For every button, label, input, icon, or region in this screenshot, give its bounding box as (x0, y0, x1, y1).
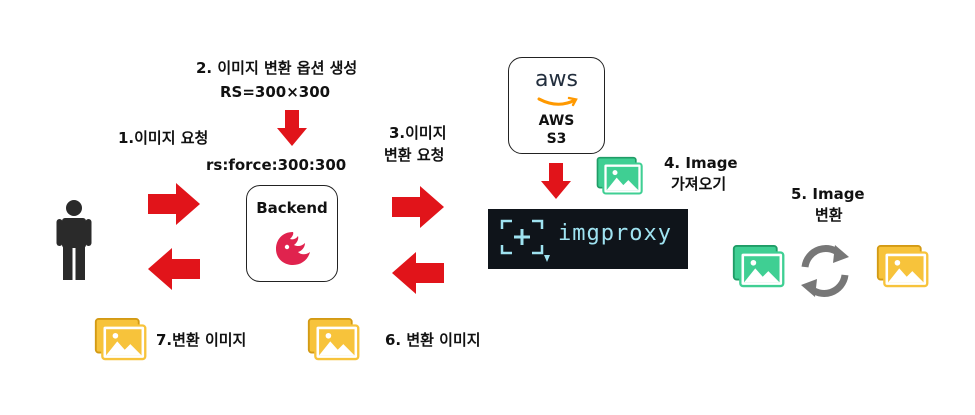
arrow-down-s3-icon (541, 163, 571, 199)
refresh-icon (801, 245, 849, 297)
step3-label-line2: 변환 요청 (384, 146, 445, 164)
aws-label-line2: S3 (546, 131, 567, 147)
arrow-left-response-icon (148, 248, 200, 290)
step5-label-line2: 변환 (815, 206, 843, 224)
step4-label-line2: 가져오기 (671, 175, 727, 193)
step6-label: 6. 변환 이미지 (385, 331, 481, 349)
image-green-original-icon (732, 245, 785, 288)
step3-label-line1: 3.이미지 (389, 124, 447, 142)
image-yellow-converted-icon (876, 245, 929, 288)
step2-size-label: RS=300×300 (220, 83, 331, 101)
step1-label: 1.이미지 요청 (118, 129, 209, 147)
arrow-right-transform-icon (392, 186, 444, 228)
step4-label-line1: 4. Image (664, 154, 738, 172)
aws-smile-icon (537, 96, 578, 107)
step7-label: 7.변환 이미지 (156, 331, 247, 349)
step5-label-line1: 5. Image (791, 185, 865, 203)
step2-option-label: rs:force:300:300 (206, 156, 347, 174)
aws-s3-node: aws AWS S3 (508, 57, 605, 154)
aws-logo-text: aws (535, 67, 578, 92)
image-green-small-icon (596, 156, 643, 195)
step2-title-label: 2. 이미지 변환 옵션 생성 (196, 59, 358, 77)
imgproxy-label: imgproxy (558, 221, 672, 246)
arrow-down-option-icon (277, 110, 307, 146)
backend-node: Backend (246, 185, 338, 282)
aws-label-line1: AWS (538, 113, 575, 129)
backend-label: Backend (256, 199, 328, 217)
image-yellow-result-icon (307, 318, 360, 361)
nestjs-logo-icon (276, 232, 310, 265)
imgproxy-frame-icon (500, 219, 550, 262)
arrow-left-result-icon (392, 252, 444, 294)
imgproxy-node: imgproxy (488, 209, 688, 269)
image-yellow-user-icon (94, 318, 147, 361)
person-icon (56, 200, 92, 280)
arrow-right-request-icon (148, 183, 200, 225)
